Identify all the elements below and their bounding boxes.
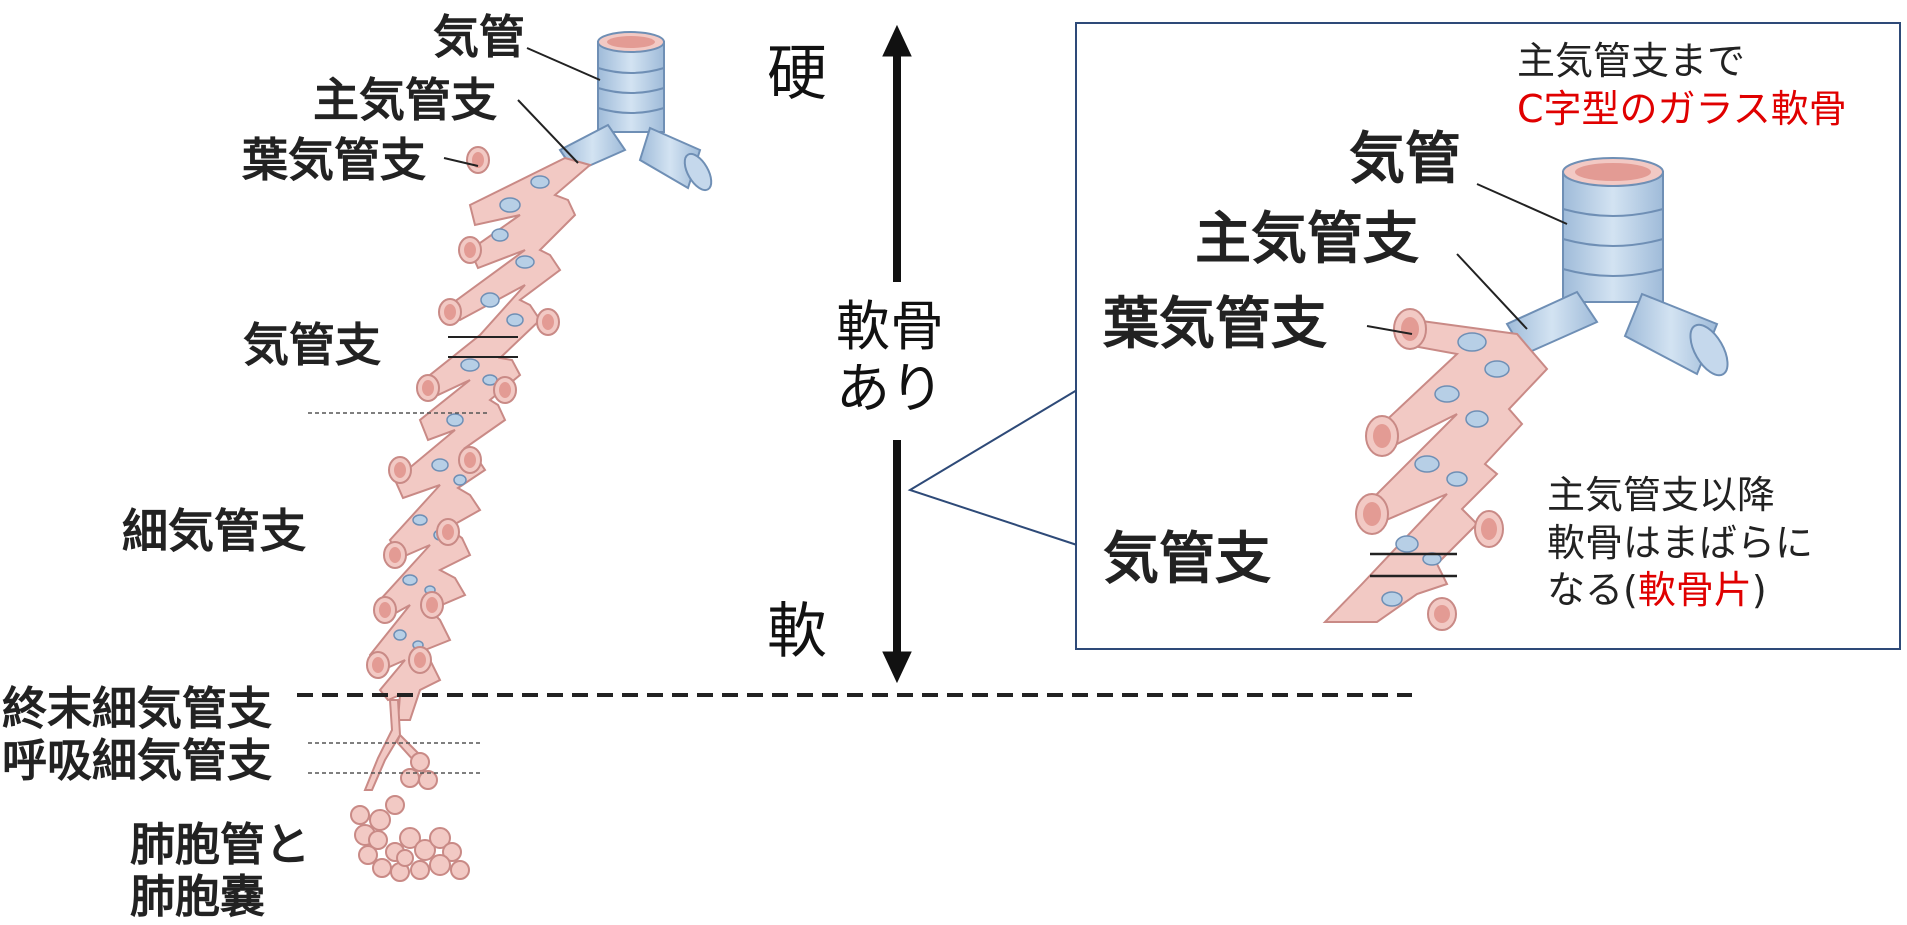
label-bronchus: 気管支 xyxy=(243,318,381,372)
note-top-line1: 主気管支まで xyxy=(1517,39,1746,83)
callout-label-bronchus: 気管支 xyxy=(1103,527,1271,592)
label-alveolar-duct: 肺胞管と xyxy=(130,818,311,871)
note-bottom-line3: なる(軟骨片) xyxy=(1547,567,1813,615)
callout-cartilage xyxy=(1381,332,1510,607)
cartilage-patches xyxy=(393,175,550,650)
level-lines xyxy=(297,336,1412,774)
callout-illustration xyxy=(1322,157,1729,631)
note-bottom-line3-prefix: なる( xyxy=(1547,568,1638,612)
callout-note-bottom: 主気管支以降 軟骨はまばらに なる(軟骨片) xyxy=(1547,472,1813,615)
callout-label-lobar-bronchus: 葉気管支 xyxy=(1103,292,1327,357)
label-terminal-bronchiole: 終末細気管支 xyxy=(2,682,273,735)
note-bottom-line3-suffix: ) xyxy=(1751,568,1767,612)
scale-soft-label: 軟 xyxy=(767,597,827,667)
hardness-arrow xyxy=(882,24,912,684)
callout-tree xyxy=(1322,317,1549,623)
scale-middle-line2: あり xyxy=(836,357,944,421)
leader-lines xyxy=(443,47,601,167)
callout-label-trachea: 気管 xyxy=(1349,127,1461,192)
callout-box: 気管 主気管支 葉気管支 気管支 主気管支まで C字型のガラス軟骨 主気管支以降… xyxy=(1075,22,1901,650)
note-top-line2: C字型のガラス軟骨 xyxy=(1517,86,1847,131)
scale-cartilage-present: 軟骨 あり xyxy=(836,295,944,421)
label-alveolar-sac: 肺胞嚢 xyxy=(130,870,266,923)
alveoli-illustration xyxy=(350,699,470,882)
callout-leader-lines xyxy=(1366,183,1568,578)
note-cartilage-fragment: 軟骨片 xyxy=(1637,568,1752,612)
label-lobar-bronchus: 葉気管支 xyxy=(242,133,426,187)
callout-pointer xyxy=(907,389,1078,546)
note-bottom-line2: 軟骨はまばらに xyxy=(1547,520,1814,565)
scale-hard-label: 硬 xyxy=(767,39,827,109)
callout-label-main-bronchus: 主気管支 xyxy=(1195,207,1419,272)
callout-branch-ends xyxy=(1355,308,1504,631)
callout-note-top: 主気管支まで C字型のガラス軟骨 xyxy=(1517,38,1847,133)
callout-trachea xyxy=(1505,157,1729,377)
label-bronchiole: 細気管支 xyxy=(122,504,306,558)
trachea-illustration xyxy=(558,31,713,192)
label-trachea: 気管 xyxy=(433,10,525,64)
label-respiratory-bronchiole: 呼吸細気管支 xyxy=(2,734,273,787)
note-bottom-line1: 主気管支以降 xyxy=(1547,473,1776,517)
scale-middle-line1: 軟骨 xyxy=(836,295,944,358)
label-main-bronchus: 主気管支 xyxy=(313,73,497,127)
